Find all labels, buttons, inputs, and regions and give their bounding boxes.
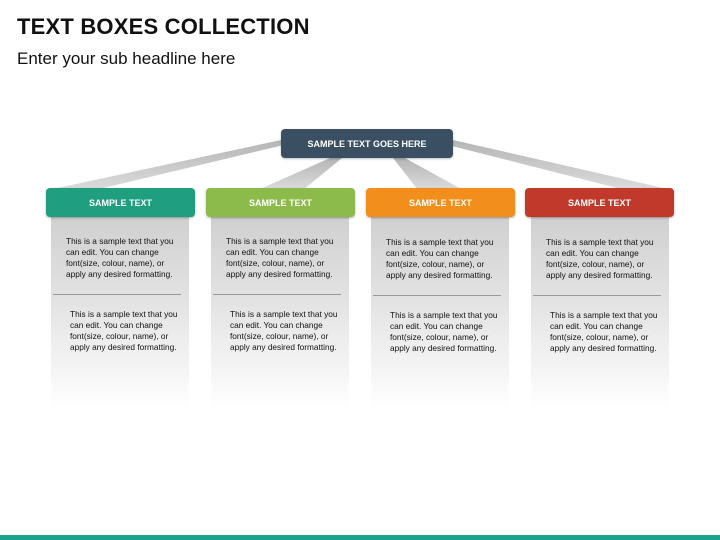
column-text-1a: This is a sample text that you can edit.… [66,236,174,279]
connector-fan-2 [258,158,342,190]
footer-accent-bar [0,535,720,540]
page-title: TEXT BOXES COLLECTION [17,14,310,39]
column-divider-4 [533,295,661,296]
column-text-4a: This is a sample text that you can edit.… [546,237,654,280]
top-label-box: SAMPLE TEXT GOES HERE [281,129,453,158]
column-header-4: SAMPLE TEXT [525,188,674,217]
connector-fan-3 [393,158,463,190]
column-text-4b: This is a sample text that you can edit.… [550,310,658,353]
column-header-2: SAMPLE TEXT [206,188,355,217]
column-text-1b: This is a sample text that you can edit.… [70,309,178,352]
column-text-2a: This is a sample text that you can edit.… [226,236,334,279]
column-panel-4 [531,216,669,408]
column-header-3: SAMPLE TEXT [366,188,515,217]
column-divider-1 [53,294,181,295]
column-header-1: SAMPLE TEXT [46,188,195,217]
column-text-2b: This is a sample text that you can edit.… [230,309,338,352]
column-divider-2 [213,294,341,295]
connector-fan-1 [48,140,305,190]
page-subtitle: Enter your sub headline here [17,49,236,68]
column-panel-3 [371,216,509,408]
column-text-3b: This is a sample text that you can edit.… [390,310,498,353]
column-divider-3 [373,295,501,296]
connector-fan-4 [428,140,672,190]
column-panel-1 [51,216,189,408]
column-panel-2 [211,216,349,408]
column-text-3a: This is a sample text that you can edit.… [386,237,494,280]
